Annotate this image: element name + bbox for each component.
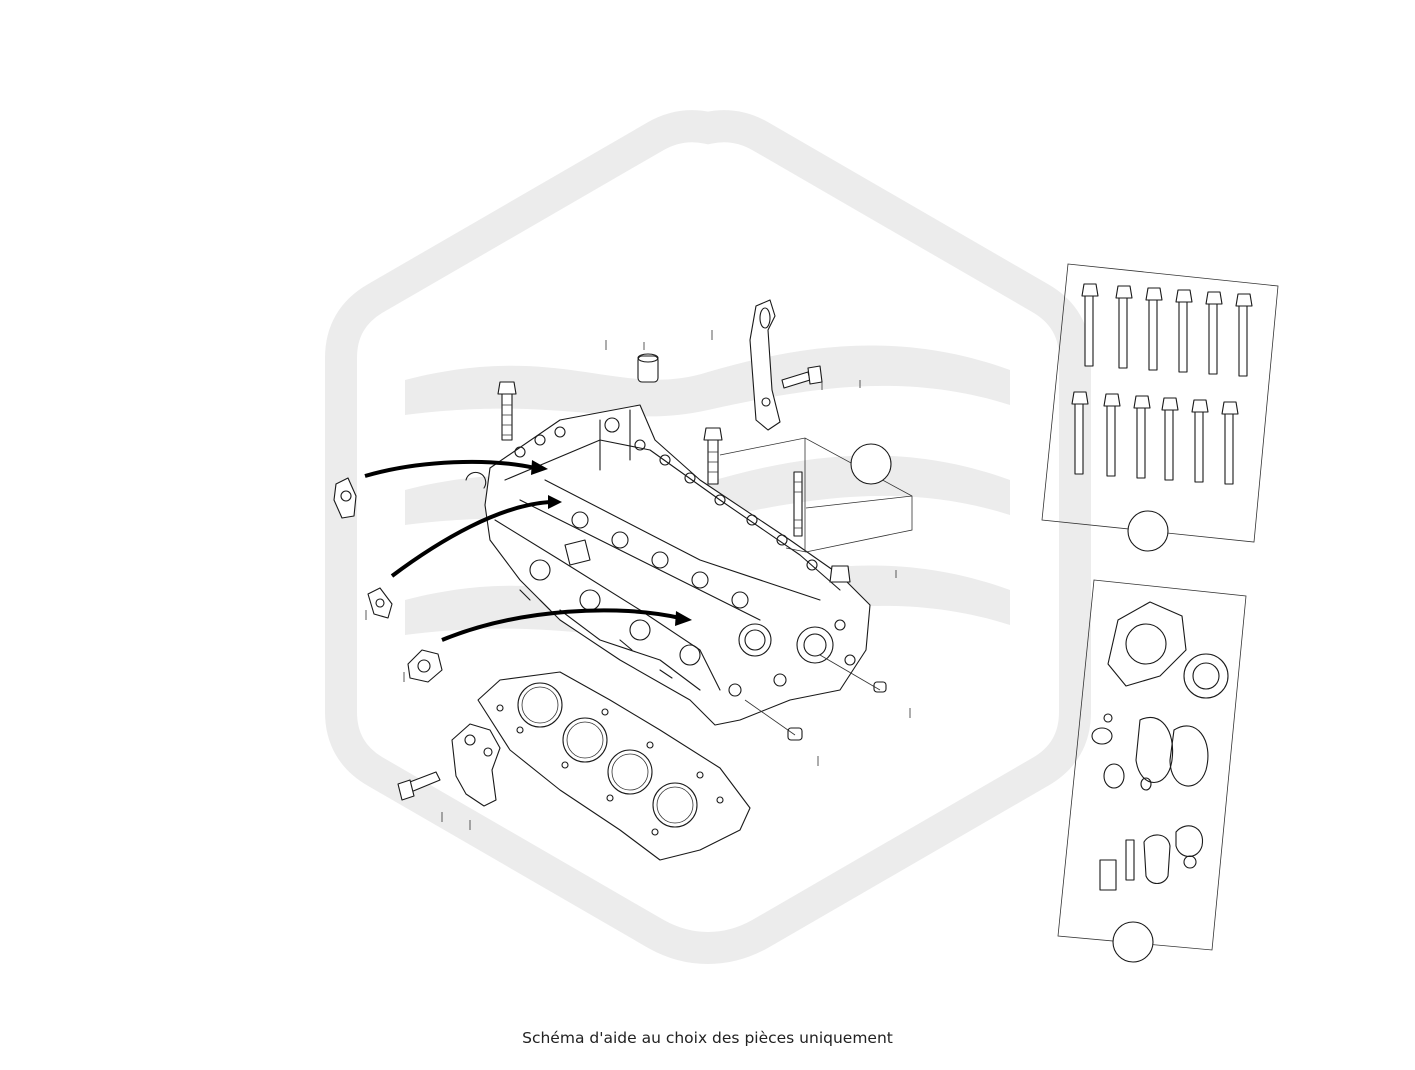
- gasket-set-panel: [1057, 579, 1247, 963]
- callout-box: [719, 437, 913, 553]
- injector-seals: [333, 477, 443, 683]
- head-fasteners: [397, 299, 851, 807]
- head-gasket: [477, 671, 751, 861]
- diagram-caption: Schéma d'aide au choix des pièces unique…: [522, 1029, 893, 1047]
- head-bolt-kit-panel: [1041, 263, 1279, 552]
- cylinder-head: [484, 404, 887, 741]
- leader-ticks: [365, 330, 911, 830]
- insertion-arrows: [364, 459, 692, 642]
